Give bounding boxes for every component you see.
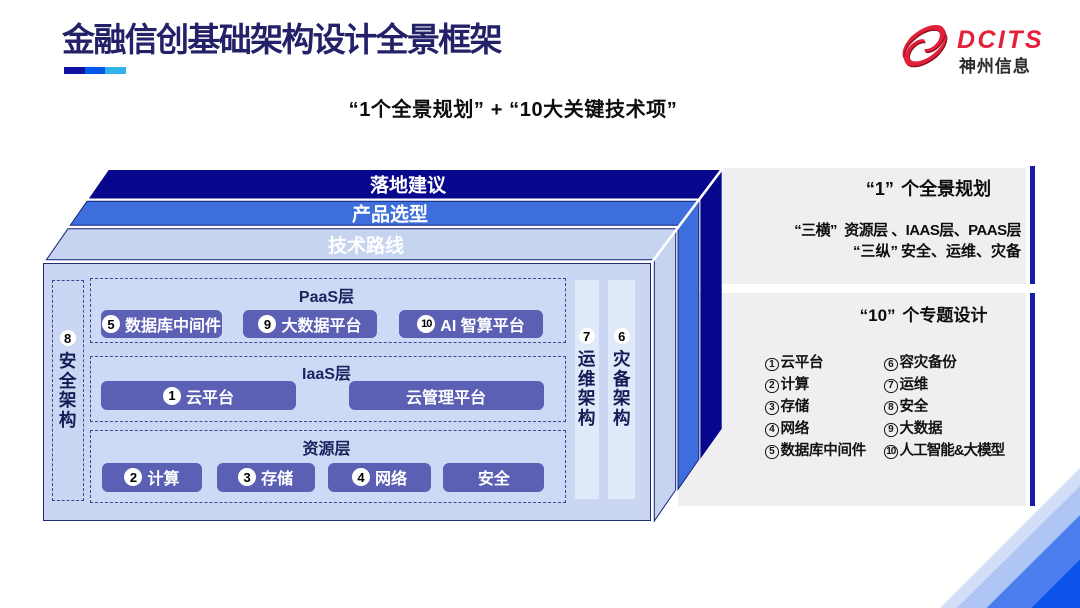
svg-text:产品选型: 产品选型 [352, 203, 428, 226]
svg-text:技术路线: 技术路线 [328, 234, 404, 257]
svg-text:落地建议: 落地建议 [370, 174, 447, 197]
